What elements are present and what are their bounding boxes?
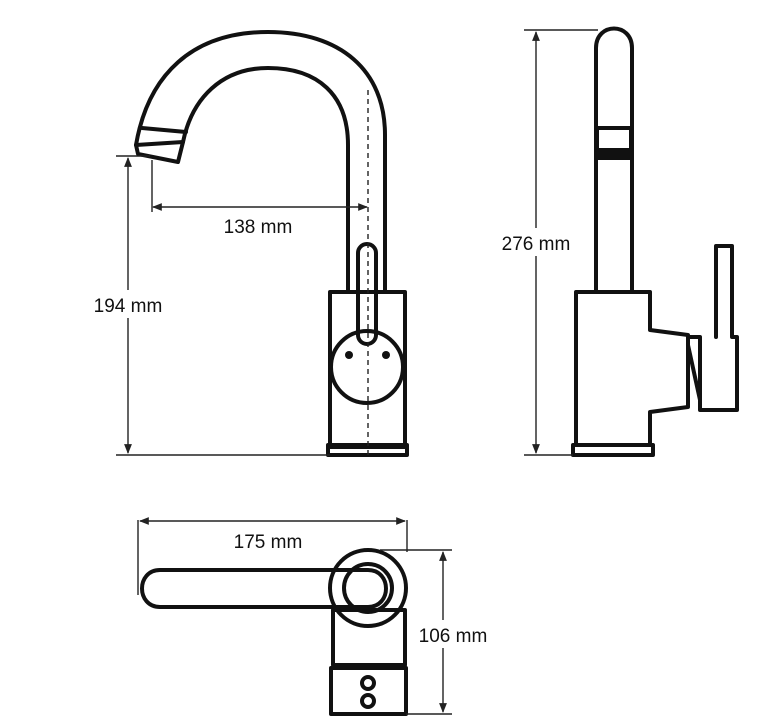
base-width-label: 106 mm	[419, 626, 488, 647]
front-screw-right	[382, 351, 390, 359]
side-handle	[686, 244, 739, 412]
front-handle-disc	[329, 329, 405, 405]
dimension-total-length: 175 mm	[137, 517, 408, 595]
dimension-base-width: 106 mm	[380, 549, 494, 715]
side-base-plate	[571, 443, 655, 457]
spout-reach-label: 138 mm	[224, 217, 293, 238]
top-screw-upper	[360, 675, 376, 691]
front-spout-inner	[181, 66, 350, 294]
side-aerator	[595, 126, 633, 152]
dimension-spout-height: 194 mm	[86, 155, 330, 456]
front-screw-left	[345, 351, 353, 359]
top-spout-base-outer	[328, 548, 408, 628]
dimension-total-height: 276 mm	[494, 29, 598, 456]
total-height-label: 276 mm	[502, 234, 571, 255]
dimension-spout-reach: 138 mm	[151, 160, 368, 238]
spout-height-label: 194 mm	[94, 296, 163, 317]
top-spout-base-inner	[342, 562, 394, 614]
side-view	[571, 26, 739, 457]
front-handle-lever	[356, 242, 378, 346]
top-screw-lower	[360, 693, 376, 709]
side-spout	[594, 26, 634, 294]
front-view	[134, 30, 409, 457]
top-cartridge	[329, 666, 408, 716]
top-lever	[140, 568, 388, 609]
front-spout-outer	[134, 30, 387, 294]
total-length-label: 175 mm	[234, 532, 303, 553]
top-view	[140, 548, 408, 716]
front-spout-tip	[134, 140, 185, 164]
side-body	[574, 290, 690, 447]
